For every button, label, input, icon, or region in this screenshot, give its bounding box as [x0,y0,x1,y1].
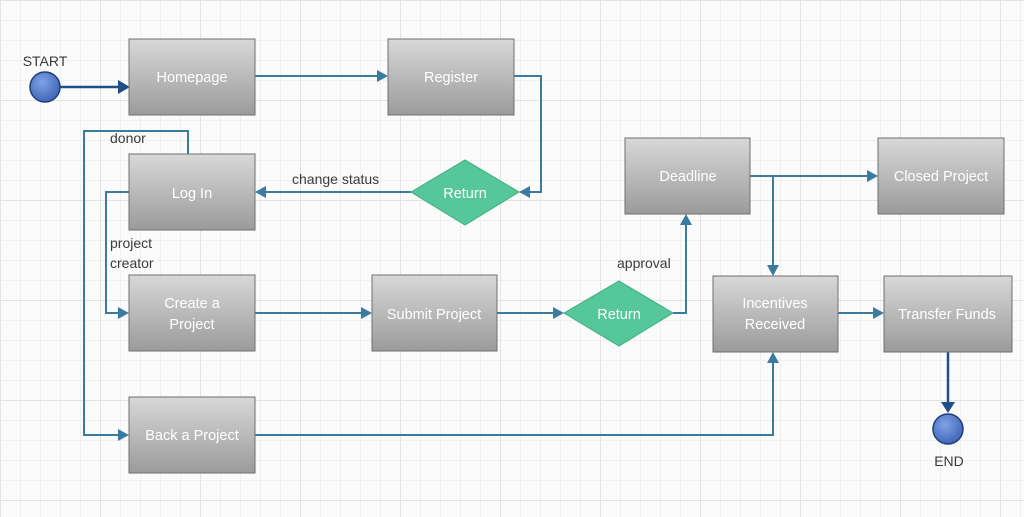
end-circle [932,413,964,445]
edge-label-project-creator-2: creator [110,255,154,271]
decision-return-submit[interactable]: Return [563,280,674,347]
end-label: END [934,453,964,469]
edge-return-deadline [673,225,687,314]
edge-label-project-creator-1: project [110,235,152,251]
node-closed-project[interactable]: Closed Project [877,137,1005,215]
node-homepage-label: Homepage [157,70,228,86]
node-incentives-label-1: Incentives [742,296,807,312]
node-create-project-label-1: Create a [164,296,221,312]
edge-register-return [514,75,542,193]
decision-return-register-label: Return [443,186,487,202]
arrowhead [377,70,388,82]
start-circle [29,71,61,103]
arrowhead [255,186,266,198]
node-incentives-label-2: Received [745,317,805,333]
edge-label-approval: approval [617,255,671,271]
edge-label-change-status: change status [292,171,379,187]
node-closed-project-label: Closed Project [894,169,988,185]
arrowhead [767,352,779,363]
node-submit-project[interactable]: Submit Project [371,274,498,352]
node-deadline[interactable]: Deadline [624,137,751,215]
start-label: START [23,53,68,69]
edge-label-donor: donor [110,130,146,146]
node-homepage[interactable]: Homepage [128,38,256,116]
arrowhead [680,214,692,225]
start-terminal: START [23,53,68,103]
decision-return-register[interactable]: Return [410,159,520,226]
edge-login-back-project [83,130,189,436]
arrowhead [118,80,130,94]
arrowhead [118,307,129,319]
node-register[interactable]: Register [387,38,515,116]
node-back-project-label: Back a Project [145,428,239,444]
arrowhead [361,307,372,319]
node-transfer-funds-label: Transfer Funds [898,307,996,323]
arrowhead [118,429,129,441]
node-log-in[interactable]: Log In [128,153,256,231]
arrowhead [941,402,955,413]
node-create-project-label-2: Project [169,317,214,333]
arrowhead [767,265,779,276]
arrowhead [519,186,530,198]
node-incentives-received[interactable]: Incentives Received [712,275,839,353]
node-register-label: Register [424,70,478,86]
node-log-in-label: Log In [172,186,212,202]
node-create-project[interactable]: Create a Project [128,274,256,352]
node-back-project[interactable]: Back a Project [128,396,256,474]
connectors [60,70,955,441]
edge-back-incentives [255,363,774,436]
node-deadline-label: Deadline [659,169,716,185]
node-transfer-funds[interactable]: Transfer Funds [883,275,1013,353]
node-submit-project-label: Submit Project [387,307,481,323]
arrowhead [867,170,878,182]
end-terminal: END [932,413,964,469]
decision-return-submit-label: Return [597,307,641,323]
edge-login-create-project [105,191,129,314]
arrowhead [553,307,564,319]
arrowhead [873,307,884,319]
